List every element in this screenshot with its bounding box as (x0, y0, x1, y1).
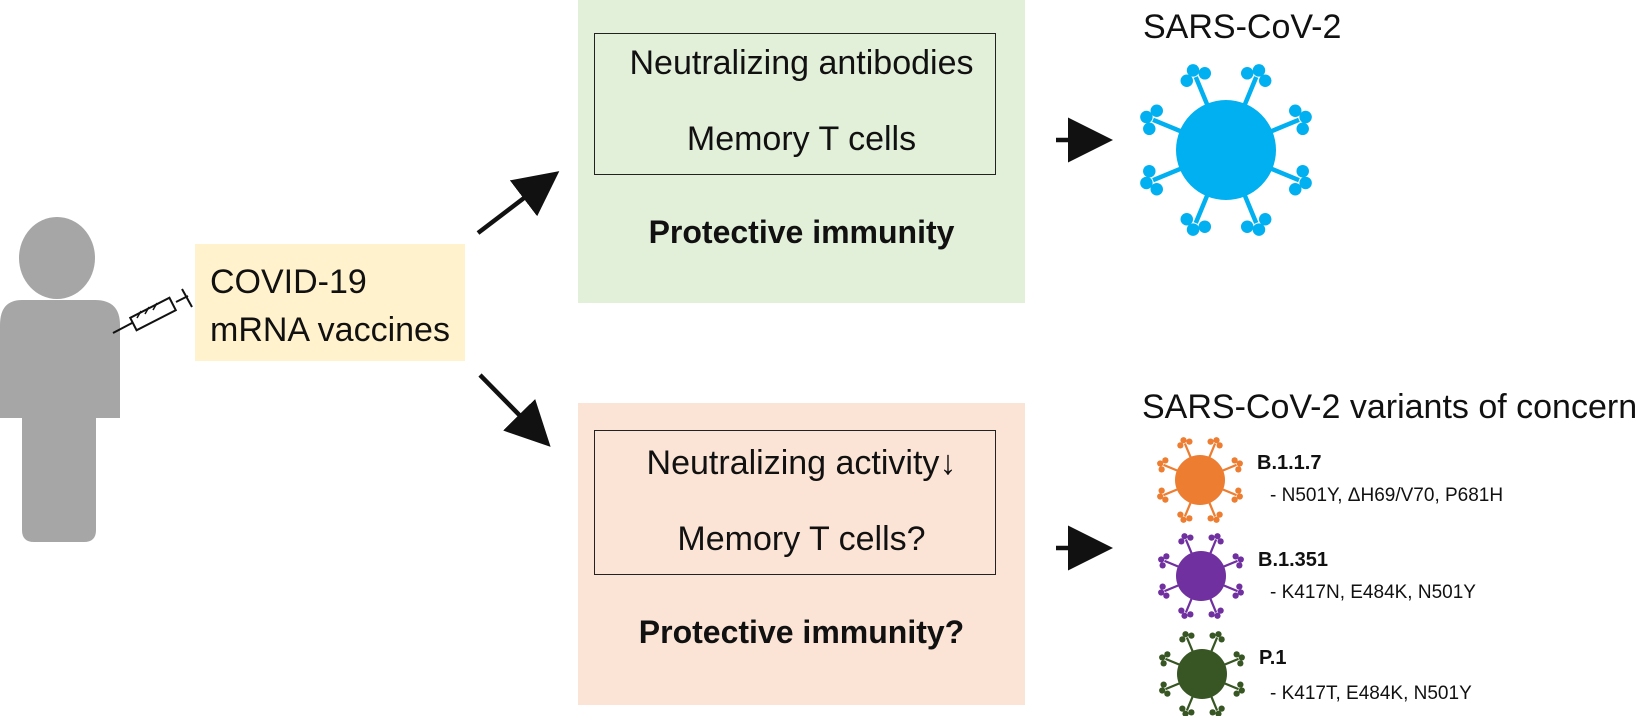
bottom-panel-line2: Memory T cells? (677, 520, 926, 558)
arrow-up-icon (476, 171, 560, 235)
person-silhouette-icon (0, 217, 120, 542)
bottom-panel (578, 403, 1025, 705)
top-inner-box (594, 33, 996, 175)
variant-mutations-p1: - K417T, E484K, N501Y (1270, 683, 1472, 704)
vaccine-label: COVID-19 mRNA vaccines (210, 258, 450, 354)
variant-mutations-b117: - N501Y, ΔH69/V70, P681H (1270, 485, 1504, 506)
arrow-down-icon (478, 373, 551, 447)
variant-virus-icon (1157, 437, 1243, 523)
variant-name-b117: B.1.1.7 (1257, 452, 1322, 474)
vaccine-label-line2: mRNA vaccines (210, 311, 450, 349)
top-panel (578, 0, 1025, 303)
bottom-panel-line1: Neutralizing activity↓ (646, 444, 957, 482)
top-panel-line1: Neutralizing antibodies (629, 44, 974, 82)
variants-title: SARS-CoV-2 variants of concern (1142, 388, 1638, 426)
vaccine-label-line1: COVID-19 (210, 263, 367, 301)
top-panel-conclusion: Protective immunity (648, 214, 955, 250)
top-panel-line2: Memory T cells (686, 120, 917, 158)
wild-type-title: SARS-CoV-2 (1143, 8, 1342, 46)
bottom-inner-box (594, 430, 996, 575)
variant-name-b1351: B.1.351 (1258, 549, 1329, 571)
variant-virus-icon (1159, 631, 1245, 716)
bottom-panel-conclusion: Protective immunity? (638, 614, 965, 650)
variant-mutations-b1351: - K417N, E484K, N501Y (1270, 582, 1476, 603)
vaccine-box (195, 244, 465, 361)
variant-virus-icon (1158, 533, 1244, 619)
wild-type-virus-icon (1140, 64, 1312, 236)
syringe-icon (112, 288, 193, 334)
variant-name-p1: P.1 (1259, 647, 1287, 669)
